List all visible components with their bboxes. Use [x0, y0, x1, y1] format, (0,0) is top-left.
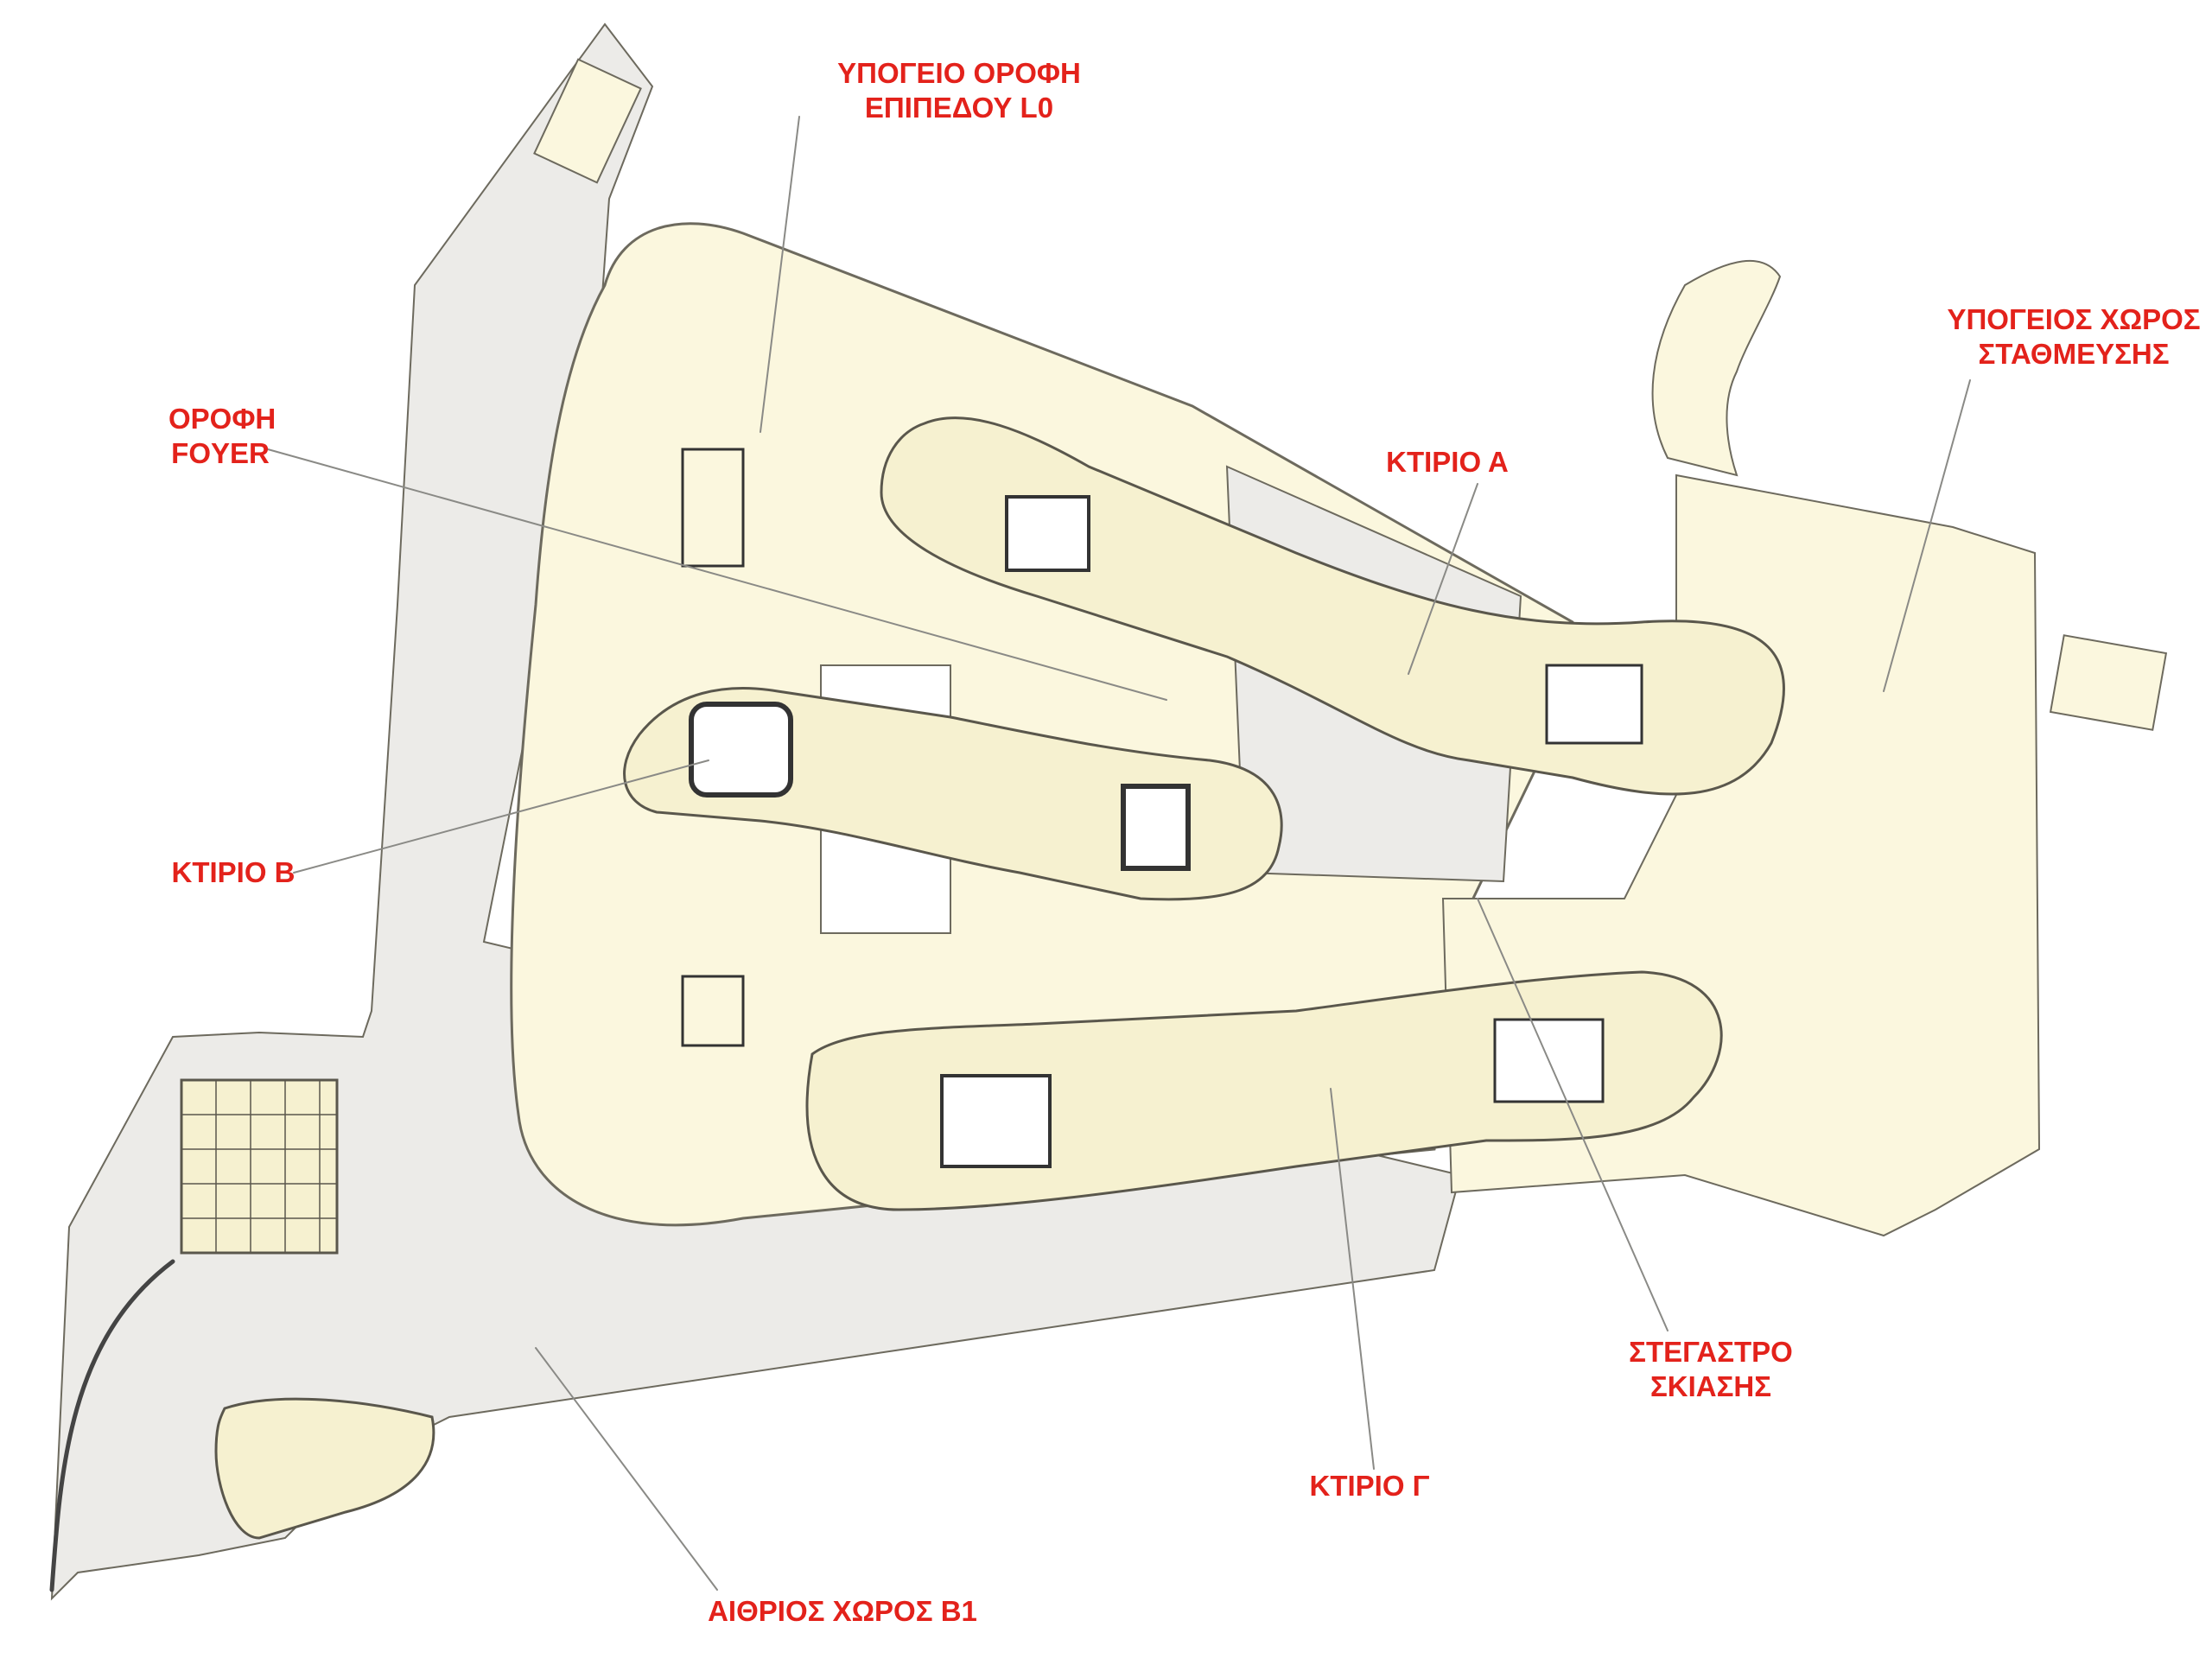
- leader-foyer-roof: [267, 448, 1167, 701]
- leader-building-a: [1408, 483, 1478, 675]
- label-building-c-line1: ΚΤΙΡΙΟ Γ: [1309, 1470, 1430, 1502]
- west-walkway: [49, 1259, 175, 1592]
- foyer-roof-square-north: [681, 448, 745, 568]
- label-foyer-roof-line1: ΟΡΟΦΗ: [168, 403, 276, 435]
- label-foyer-roof: ΟΡΟΦΗ FOYER: [168, 402, 276, 471]
- label-shading-canopy-line2: ΣΚΙΑΣΗΣ: [1649, 1370, 1772, 1402]
- label-basement-roof-line2: ΕΠΙΠΕΔΟΥ L0: [864, 92, 1054, 124]
- leader-atrium-b1: [535, 1347, 718, 1591]
- leader-canopy: [1477, 898, 1669, 1331]
- core-building-b-west: [689, 702, 793, 798]
- leader-building-b: [293, 759, 709, 874]
- core-building-b-east: [1121, 784, 1191, 871]
- label-building-a: ΚΤΙΡΙΟ Α: [1382, 445, 1512, 480]
- north-kiosk: [533, 58, 642, 184]
- label-basement-roof-line1: ΥΠΟΓΕΙΟ ΟΡΟΦΗ: [837, 57, 1081, 89]
- parking-ramp: [1651, 259, 1782, 477]
- label-building-c: ΚΤΙΡΙΟ Γ: [1305, 1469, 1434, 1503]
- core-building-a-west: [1005, 495, 1090, 572]
- label-shading-canopy-line1: ΣΤΕΓΑΣΤΡΟ: [1629, 1336, 1793, 1368]
- label-underground-parking-line1: ΥΠΟΓΕΙΟΣ ΧΩΡΟΣ: [1947, 303, 2201, 335]
- label-foyer-roof-line2: FOYER: [171, 437, 270, 469]
- foyer-roof-square-south: [681, 975, 745, 1047]
- atrium-island: [214, 1397, 435, 1540]
- leader-parking: [1883, 379, 1971, 692]
- label-atrium-b1-line1: ΑΙΘΡΙΟΣ ΧΩΡΟΣ Β1: [708, 1595, 977, 1627]
- label-underground-parking-line2: ΣΤΑΘΜΕΥΣΗΣ: [1978, 338, 2170, 370]
- label-atrium-b1: ΑΙΘΡΙΟΣ ΧΩΡΟΣ Β1: [704, 1594, 981, 1629]
- label-shading-canopy: ΣΤΕΓΑΣΤΡΟ ΣΚΙΑΣΗΣ: [1624, 1335, 1797, 1404]
- basement-roof-area: [510, 222, 1592, 1227]
- label-building-a-line1: ΚΤΙΡΙΟ Α: [1386, 446, 1509, 478]
- west-grid-block: [180, 1078, 339, 1255]
- label-underground-parking: ΥΠΟΓΕΙΟΣ ΧΩΡΟΣ ΣΤΑΘΜΕΥΣΗΣ: [1936, 302, 2212, 372]
- core-building-a-east: [1545, 664, 1643, 745]
- label-building-b-line1: ΚΤΙΡΙΟ Β: [171, 856, 296, 888]
- core-building-c-west: [940, 1074, 1052, 1168]
- leader-building-c: [1330, 1088, 1375, 1470]
- label-basement-roof: ΥΠΟΓΕΙΟ ΟΡΟΦΗ ΕΠΙΠΕΔΟΥ L0: [830, 56, 1089, 125]
- east-kiosk: [2049, 634, 2168, 731]
- label-building-b: ΚΤΙΡΙΟ Β: [168, 855, 298, 890]
- leader-basement-roof: [760, 116, 800, 433]
